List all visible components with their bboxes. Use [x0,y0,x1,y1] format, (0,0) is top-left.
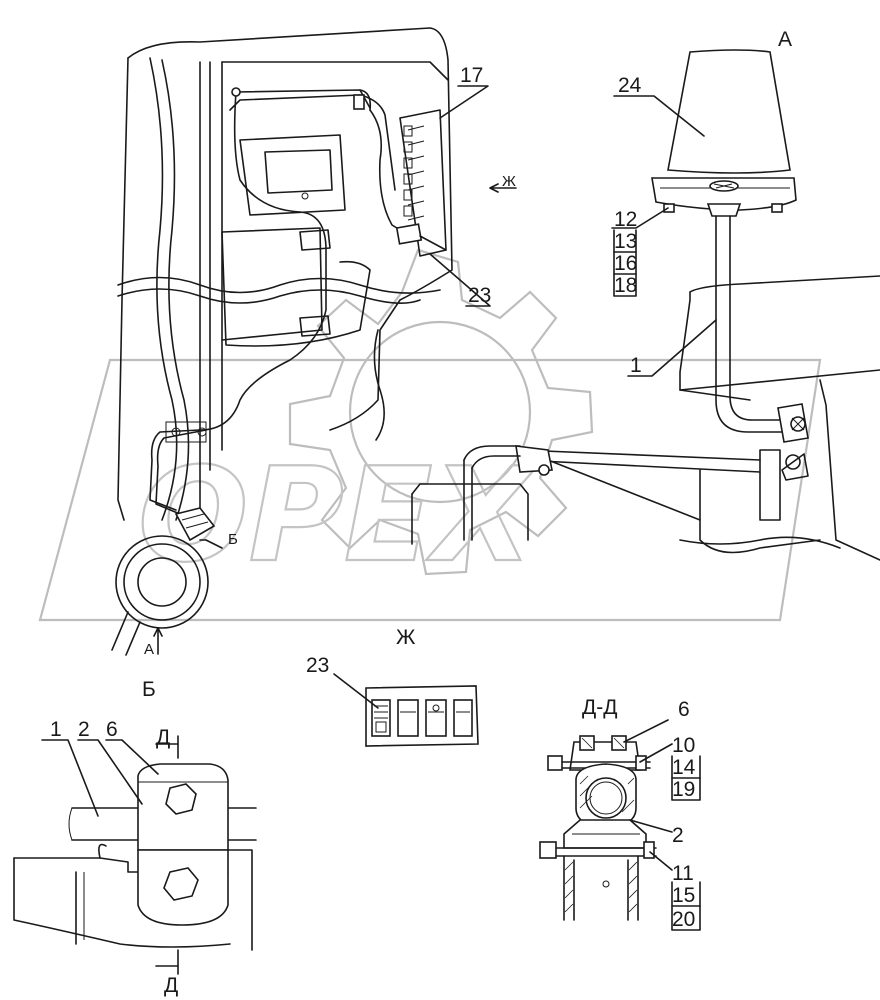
callout-2-dd: 2 [672,824,684,847]
view-zh-arrow-label: Ж [502,173,516,190]
callout-13: 13 [614,230,637,253]
callout-15: 15 [672,884,695,907]
callout-2-b: 2 [78,718,90,741]
callout-16: 16 [614,252,637,275]
cut-d-bottom-label: Д [164,974,178,997]
gear-icon [288,248,594,576]
callout-6-dd: 6 [678,698,690,721]
callout-17: 17 [460,64,483,87]
callout-19: 19 [672,778,695,801]
arrow-icon [489,183,517,193]
callout-24: 24 [618,74,642,97]
callout-12: 12 [614,208,637,231]
callout-23-zh: 23 [306,654,329,677]
callout-20: 20 [672,908,695,931]
callout-11: 11 [672,862,694,885]
view-b-title: Б [142,678,156,701]
labels: А Ж Б А Ж Б Д-Д Д Д 17 23 24 12 13 16 18… [50,28,792,997]
cut-d-top-label: Д [156,726,170,749]
callout-1-b: 1 [50,718,62,741]
view-zh-title: Ж [396,626,416,649]
callout-23-main: 23 [468,284,491,307]
callout-6-b: 6 [106,718,118,741]
view-b-clamp-detail [13,735,257,975]
view-a-arrow-label: А [144,641,154,658]
callout-10: 10 [672,734,695,757]
section-dd-detail [539,719,673,921]
callout-leaders [153,85,717,931]
callout-14: 14 [672,756,696,779]
view-zh-relay-block [333,673,479,747]
beacon-assembly [411,49,880,561]
section-dd-title: Д-Д [582,696,617,719]
view-a-label: А [778,28,792,51]
callout-1-main: 1 [630,354,642,377]
callout-18: 18 [614,274,637,297]
cab-side-panel [111,27,453,656]
view-b-arrow-label: Б [228,531,238,548]
arrow-icon [153,627,163,655]
